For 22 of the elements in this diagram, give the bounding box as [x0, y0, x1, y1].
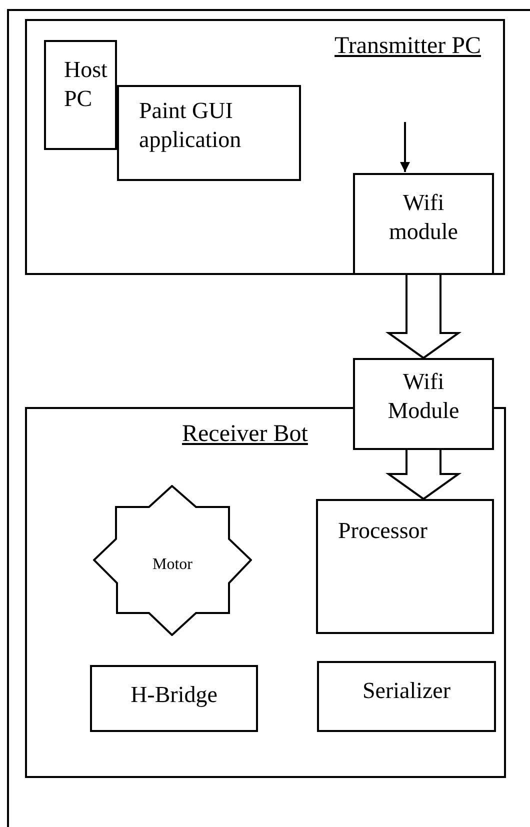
component-box [117, 85, 301, 181]
arrow [400, 122, 410, 172]
block-arrow [385, 274, 462, 360]
star-shape [93, 485, 252, 636]
box-label: Wifi module [388, 189, 459, 246]
box-label: Serializer [361, 677, 452, 705]
component-box [316, 499, 494, 634]
component-box [44, 40, 117, 150]
box-label: Host PC [64, 56, 108, 113]
box-label: Paint GUI application [139, 97, 242, 154]
component-box [90, 665, 258, 732]
system-frame [25, 19, 505, 275]
box-label: Wifi Module [386, 368, 460, 425]
block-arrow [385, 449, 462, 500]
section-heading: Receiver Bot [182, 421, 308, 448]
shape-label: Motor [152, 556, 192, 574]
box-label: H-Bridge [130, 681, 218, 709]
box-label: Processor [338, 517, 428, 545]
component-box [353, 173, 494, 275]
component-box [353, 358, 494, 450]
component-box [317, 661, 496, 732]
section-heading: Transmitter PC [334, 33, 481, 60]
